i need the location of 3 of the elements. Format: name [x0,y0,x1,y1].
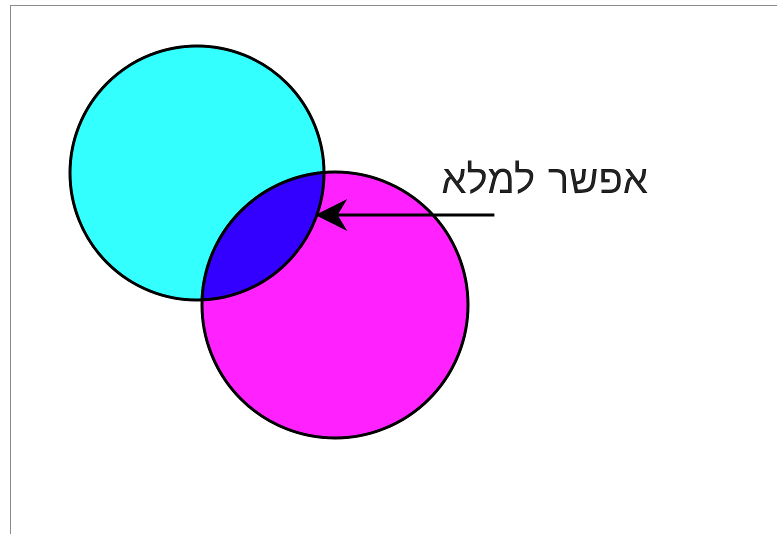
overlap-region [200,170,326,302]
annotation-text: אפשר למלא [441,160,648,200]
leader-arrow [315,199,494,231]
